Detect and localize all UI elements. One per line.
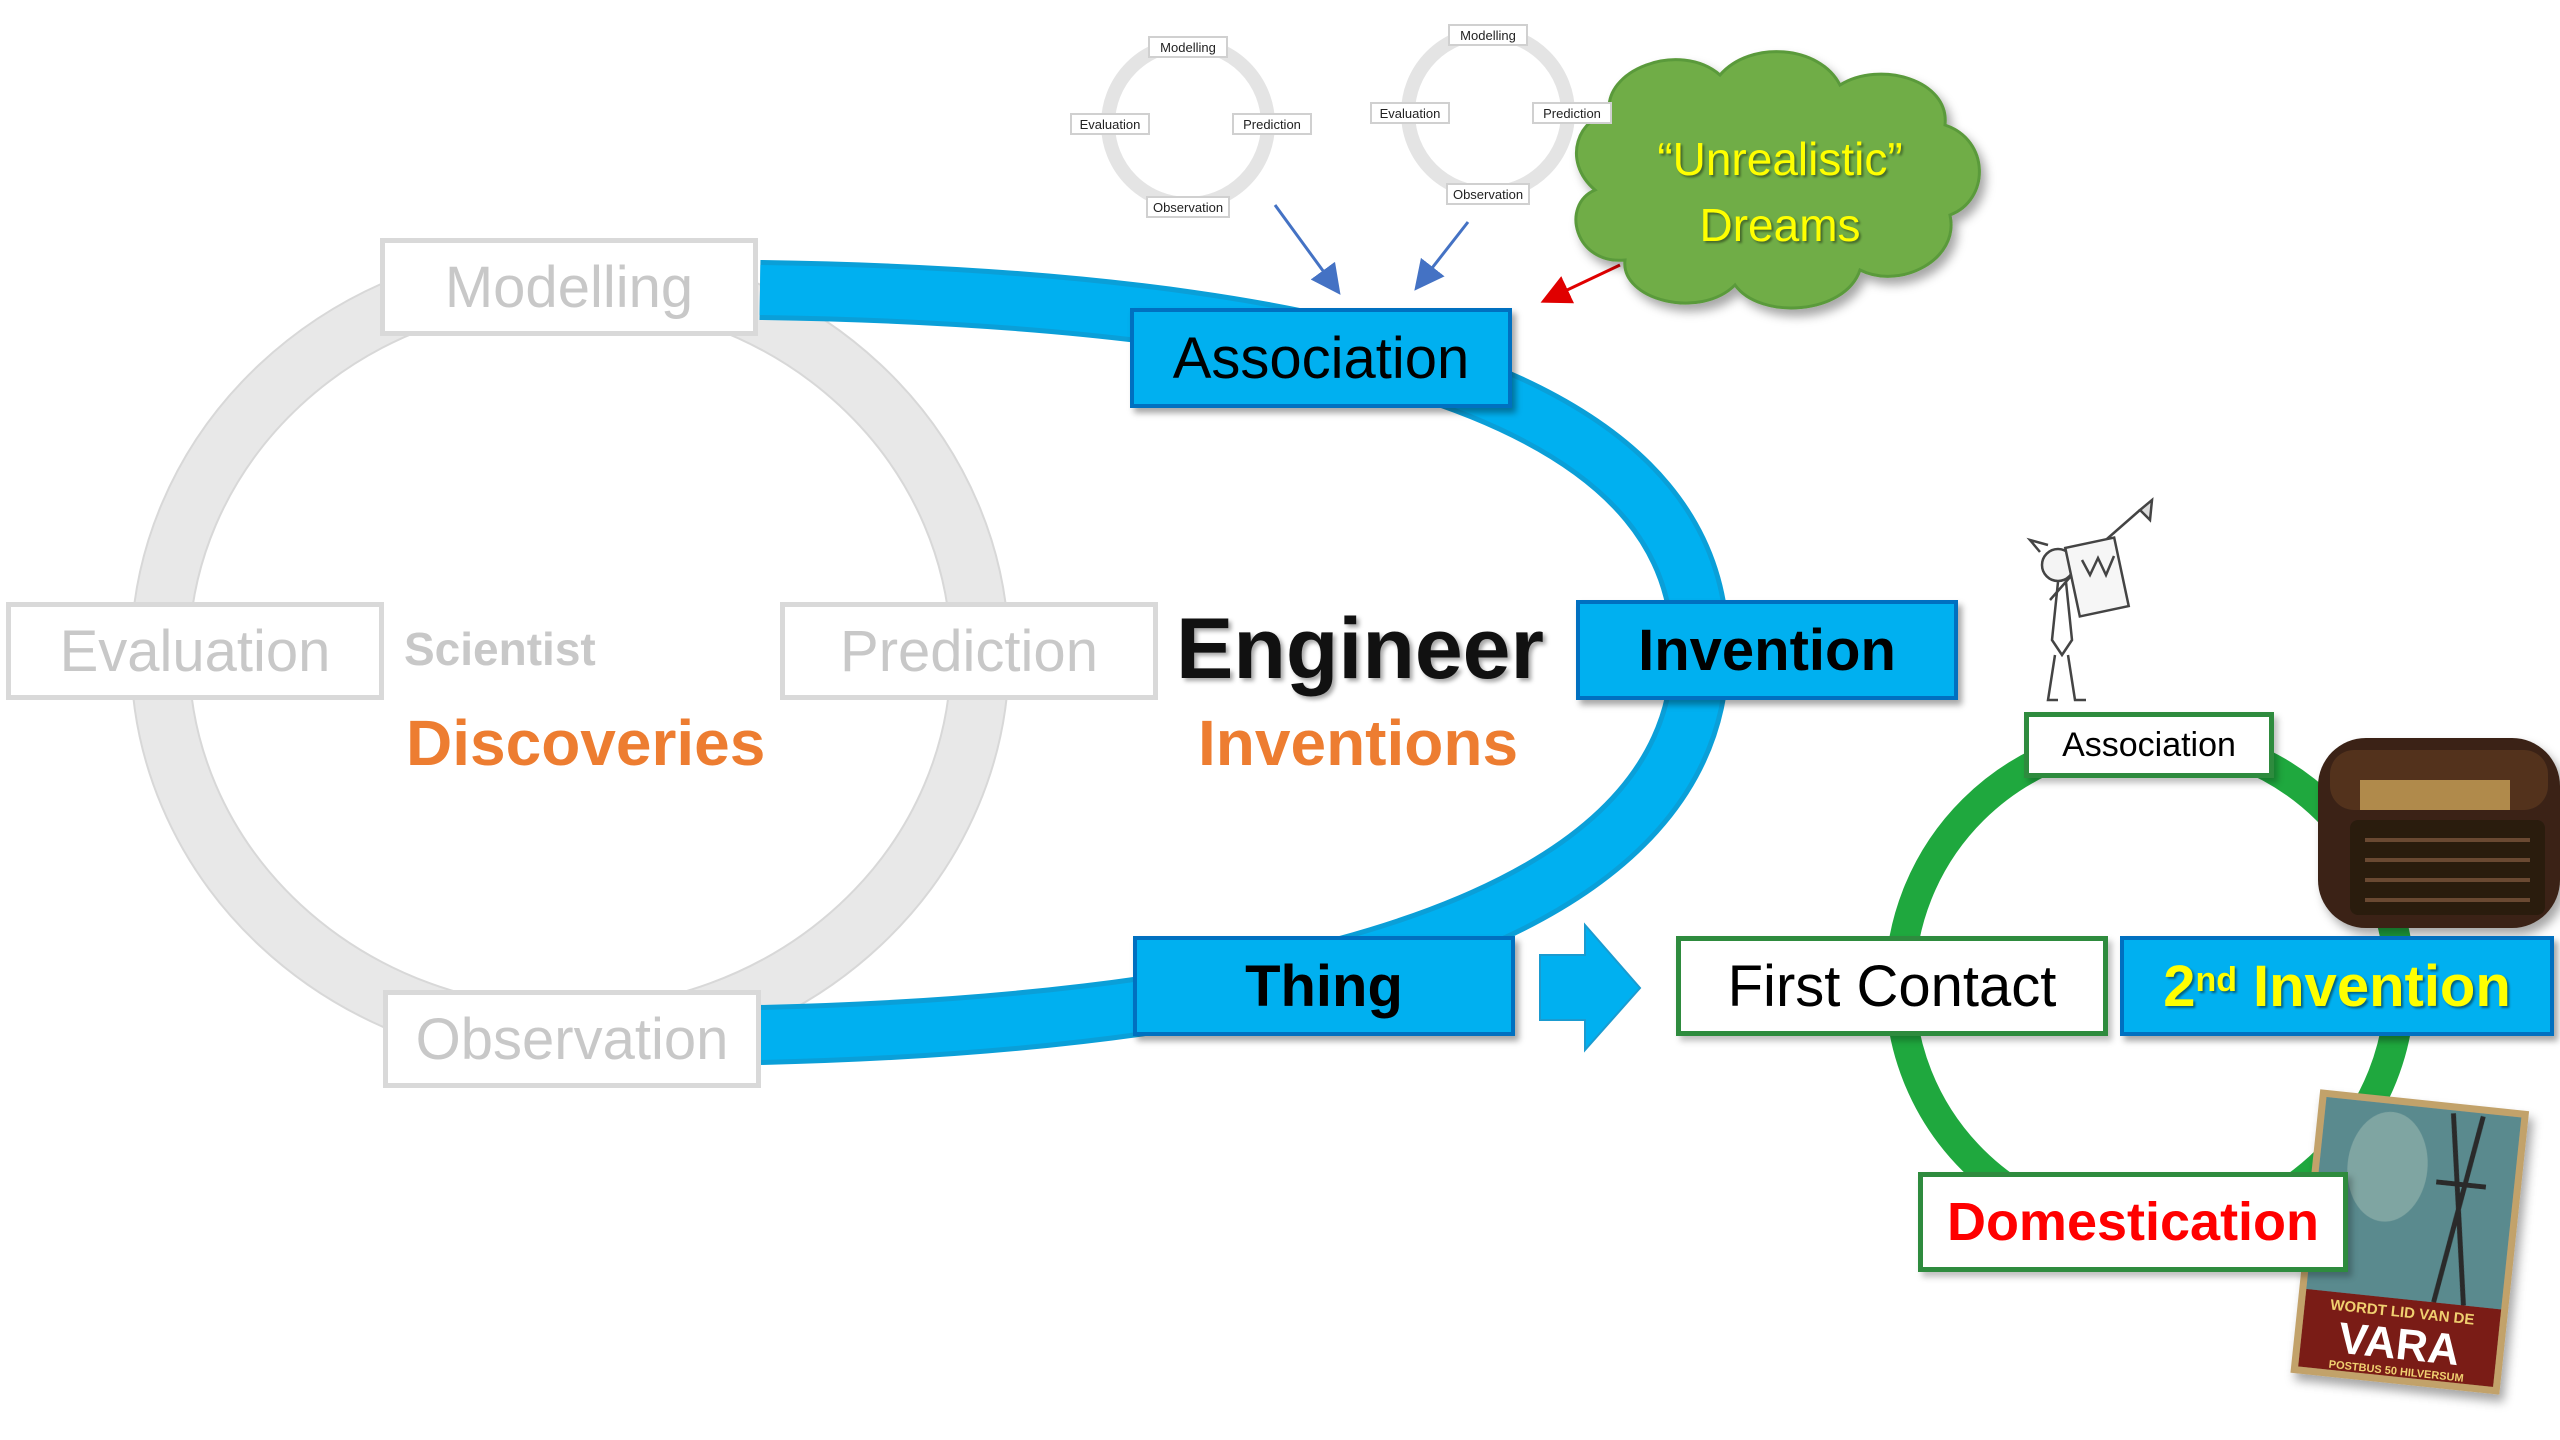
cloud-line-2: Dreams [1699, 199, 1861, 251]
engineer-label: Engineer [1176, 601, 1544, 697]
dreams-cloud [1574, 50, 1981, 310]
domestication-box: Domestication [1918, 1172, 2348, 1272]
mini2-prediction-label: Prediction [1543, 105, 1601, 121]
arrow-cloud-to-association [1540, 263, 1621, 304]
mini1-modelling-box: Modelling [1148, 36, 1228, 58]
mini1-prediction-label: Prediction [1243, 116, 1301, 132]
second-invention-number: 2 [2163, 953, 2196, 1019]
inventions-label: Inventions [1198, 707, 1519, 779]
mini1-evaluation-label: Evaluation [1079, 116, 1141, 132]
scientist-evaluation-box: Evaluation [6, 602, 384, 700]
scientist-label: Scientist [404, 623, 596, 675]
herald-figure-image [2026, 497, 2154, 702]
mini1-prediction-box: Prediction [1232, 113, 1312, 135]
thing-box: Thing [1133, 936, 1515, 1036]
mini1-evaluation-box: Evaluation [1070, 113, 1150, 135]
scientist-observation-label: Observation [415, 1006, 729, 1072]
mini2-prediction-box: Prediction [1532, 102, 1612, 124]
mini2-modelling-label: Modelling [1460, 27, 1516, 43]
mini2-evaluation-box: Evaluation [1370, 102, 1450, 124]
domestication-association-label: Association [2062, 725, 2236, 764]
first-contact-label: First Contact [1727, 953, 2057, 1019]
first-contact-box: First Contact [1676, 936, 2108, 1036]
scientist-modelling-label: Modelling [444, 254, 694, 320]
second-invention-label: Invention [2253, 953, 2511, 1019]
domestication-label: Domestication [1946, 1192, 2320, 1252]
scientist-prediction-label: Prediction [840, 618, 1098, 684]
cloud-line-1: “Unrealistic” [1657, 133, 1903, 185]
domestication-association-box: Association [2024, 712, 2274, 778]
radio-image [2318, 738, 2560, 928]
scientist-observation-box: Observation [383, 990, 761, 1088]
thing-label: Thing [1245, 953, 1403, 1019]
mini2-evaluation-label: Evaluation [1379, 105, 1441, 121]
mini2-modelling-box: Modelling [1448, 24, 1528, 46]
vara-poster-image [2290, 1089, 2530, 1395]
association-box: Association [1130, 308, 1512, 408]
thing-to-first-contact-arrow [1539, 922, 1642, 1053]
second-invention-ordinal: nd [2195, 960, 2238, 999]
mini2-observation-label: Observation [1452, 186, 1524, 202]
association-label: Association [1172, 325, 1470, 391]
mini1-modelling-label: Modelling [1160, 39, 1216, 55]
arrow-mini-2-to-association [1414, 221, 1470, 291]
mini1-observation-box: Observation [1146, 196, 1230, 218]
scientist-evaluation-label: Evaluation [59, 618, 331, 684]
arrow-mini-1-to-association [1273, 204, 1341, 295]
invention-label: Invention [1638, 617, 1896, 683]
invention-box: Invention [1576, 600, 1958, 700]
mini2-observation-box: Observation [1446, 183, 1530, 205]
scientist-modelling-box: Modelling [380, 238, 758, 336]
mini1-observation-label: Observation [1152, 199, 1224, 215]
scientist-prediction-box: Prediction [780, 602, 1158, 700]
discoveries-label: Discoveries [406, 707, 766, 779]
